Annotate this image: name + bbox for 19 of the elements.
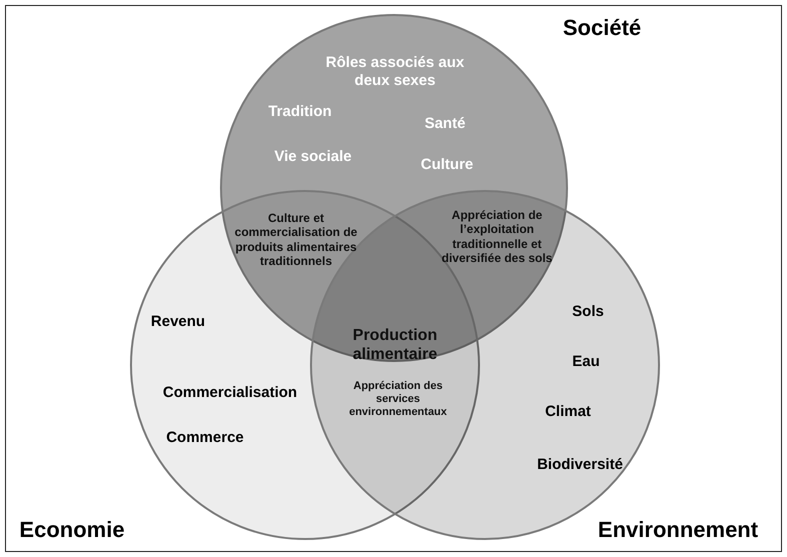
overlap-label: Appréciation de l’exploitation traditionnelle et diversifiée des sols [440, 208, 554, 266]
circle-item: Eau [572, 353, 600, 371]
overlap-label: Culture et commercialisation de produits alimentaires traditionnels [234, 211, 358, 269]
overlap-label: Appréciation des services environnementaux [348, 380, 448, 420]
circle-item: Commerce [166, 429, 244, 447]
circle-item: Vie sociale [274, 148, 352, 166]
circle-item: Rôles associés aux deux sexes [324, 54, 466, 90]
circle-heading: Economie [19, 516, 125, 544]
circle-item: Culture [420, 156, 474, 174]
circle-heading: Environnement [598, 516, 758, 544]
circle-item: Sols [572, 303, 604, 321]
circle-item: Tradition [268, 103, 332, 121]
circle-item: Biodiversité [537, 456, 623, 474]
circle-item: Santé [424, 115, 466, 133]
circle-heading: Société [562, 14, 642, 42]
center-label: Production alimentaire [352, 326, 438, 364]
circle-item: Revenu [150, 313, 206, 331]
circle-item: Climat [545, 403, 591, 421]
circle-item: Commercialisation [162, 384, 298, 402]
